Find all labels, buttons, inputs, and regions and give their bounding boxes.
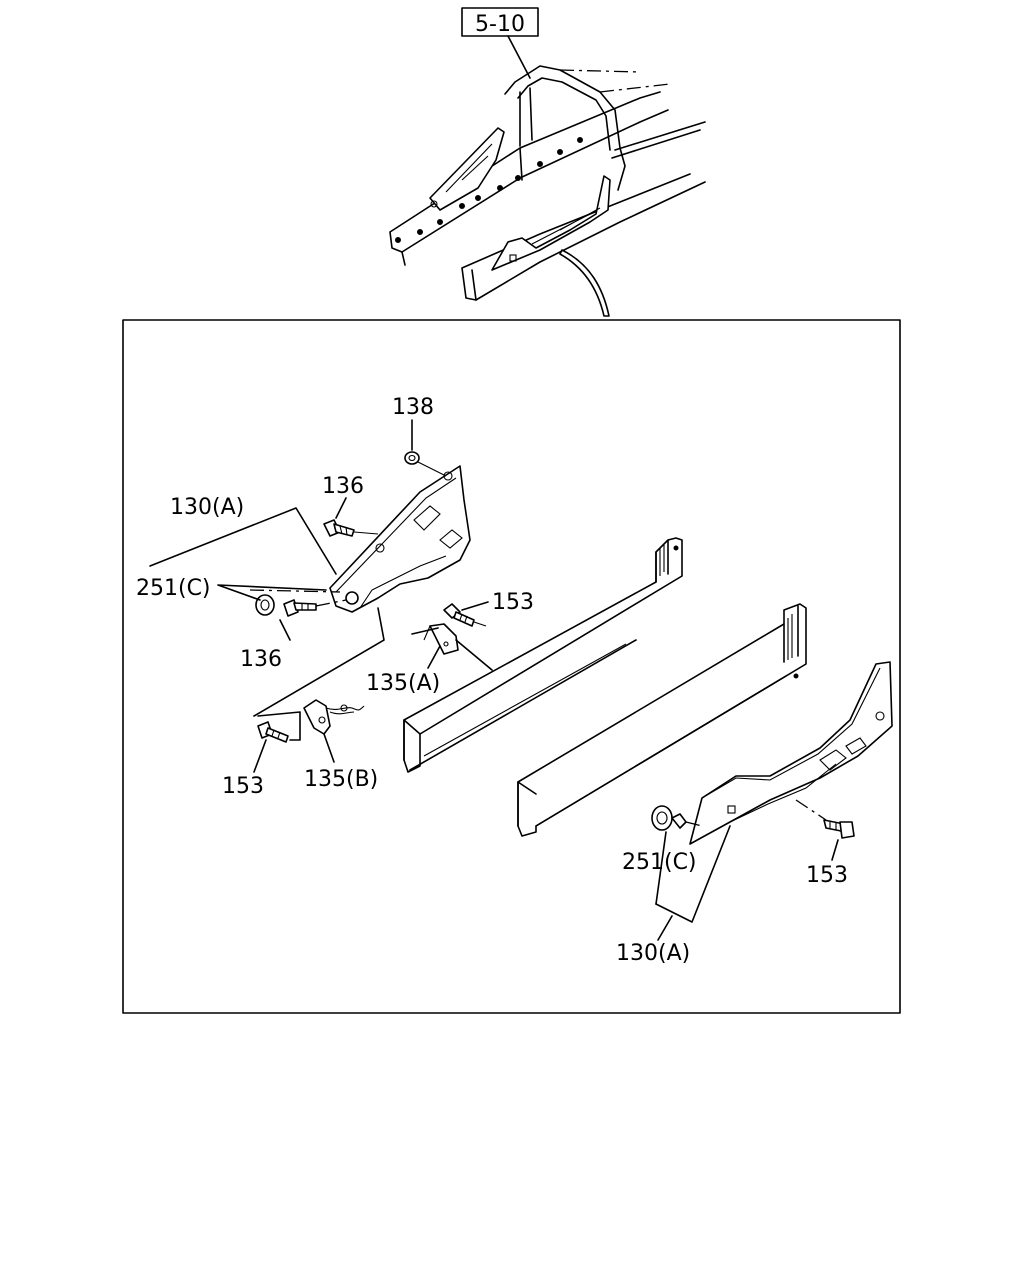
bolt-153-left[interactable]	[257, 721, 289, 743]
lower-channel-rail[interactable]	[517, 603, 807, 837]
callout-251c-right: 251(C)	[622, 850, 697, 875]
upper-channel-rail[interactable]	[403, 537, 683, 773]
clip-135a[interactable]	[423, 623, 459, 655]
callout-135a: 135(A)	[366, 671, 440, 696]
callout-153-top: 153	[492, 590, 534, 615]
nut-138[interactable]	[404, 451, 420, 465]
bolt-153-top[interactable]	[443, 603, 475, 627]
callout-136-top: 136	[322, 474, 364, 499]
bolt-153-right[interactable]	[823, 819, 855, 839]
callout-130a-left: 130(A)	[170, 495, 244, 520]
right-bracket-130a[interactable]	[689, 661, 893, 845]
detail-frame	[122, 319, 901, 1014]
callout-136-bottom: 136	[240, 647, 282, 672]
bolt-136-bottom[interactable]	[283, 599, 317, 617]
washer-251c-left[interactable]	[255, 594, 275, 616]
callout-135b: 135(B)	[304, 767, 378, 792]
callout-251c-left: 251(C)	[136, 576, 211, 601]
washer-251c-right[interactable]	[651, 805, 687, 831]
reference-box-label: 5-10	[475, 12, 525, 37]
frame-overview: 5-10	[389, 7, 706, 317]
clip-135b[interactable]	[303, 699, 365, 735]
callout-138: 138	[392, 395, 434, 420]
callout-153-left: 153	[222, 774, 264, 799]
bolt-136-top[interactable]	[323, 519, 355, 537]
left-bracket-130a[interactable]	[329, 465, 471, 613]
callout-130a-right: 130(A)	[616, 941, 690, 966]
callout-153-right: 153	[806, 863, 848, 888]
reference-box[interactable]	[461, 7, 539, 37]
